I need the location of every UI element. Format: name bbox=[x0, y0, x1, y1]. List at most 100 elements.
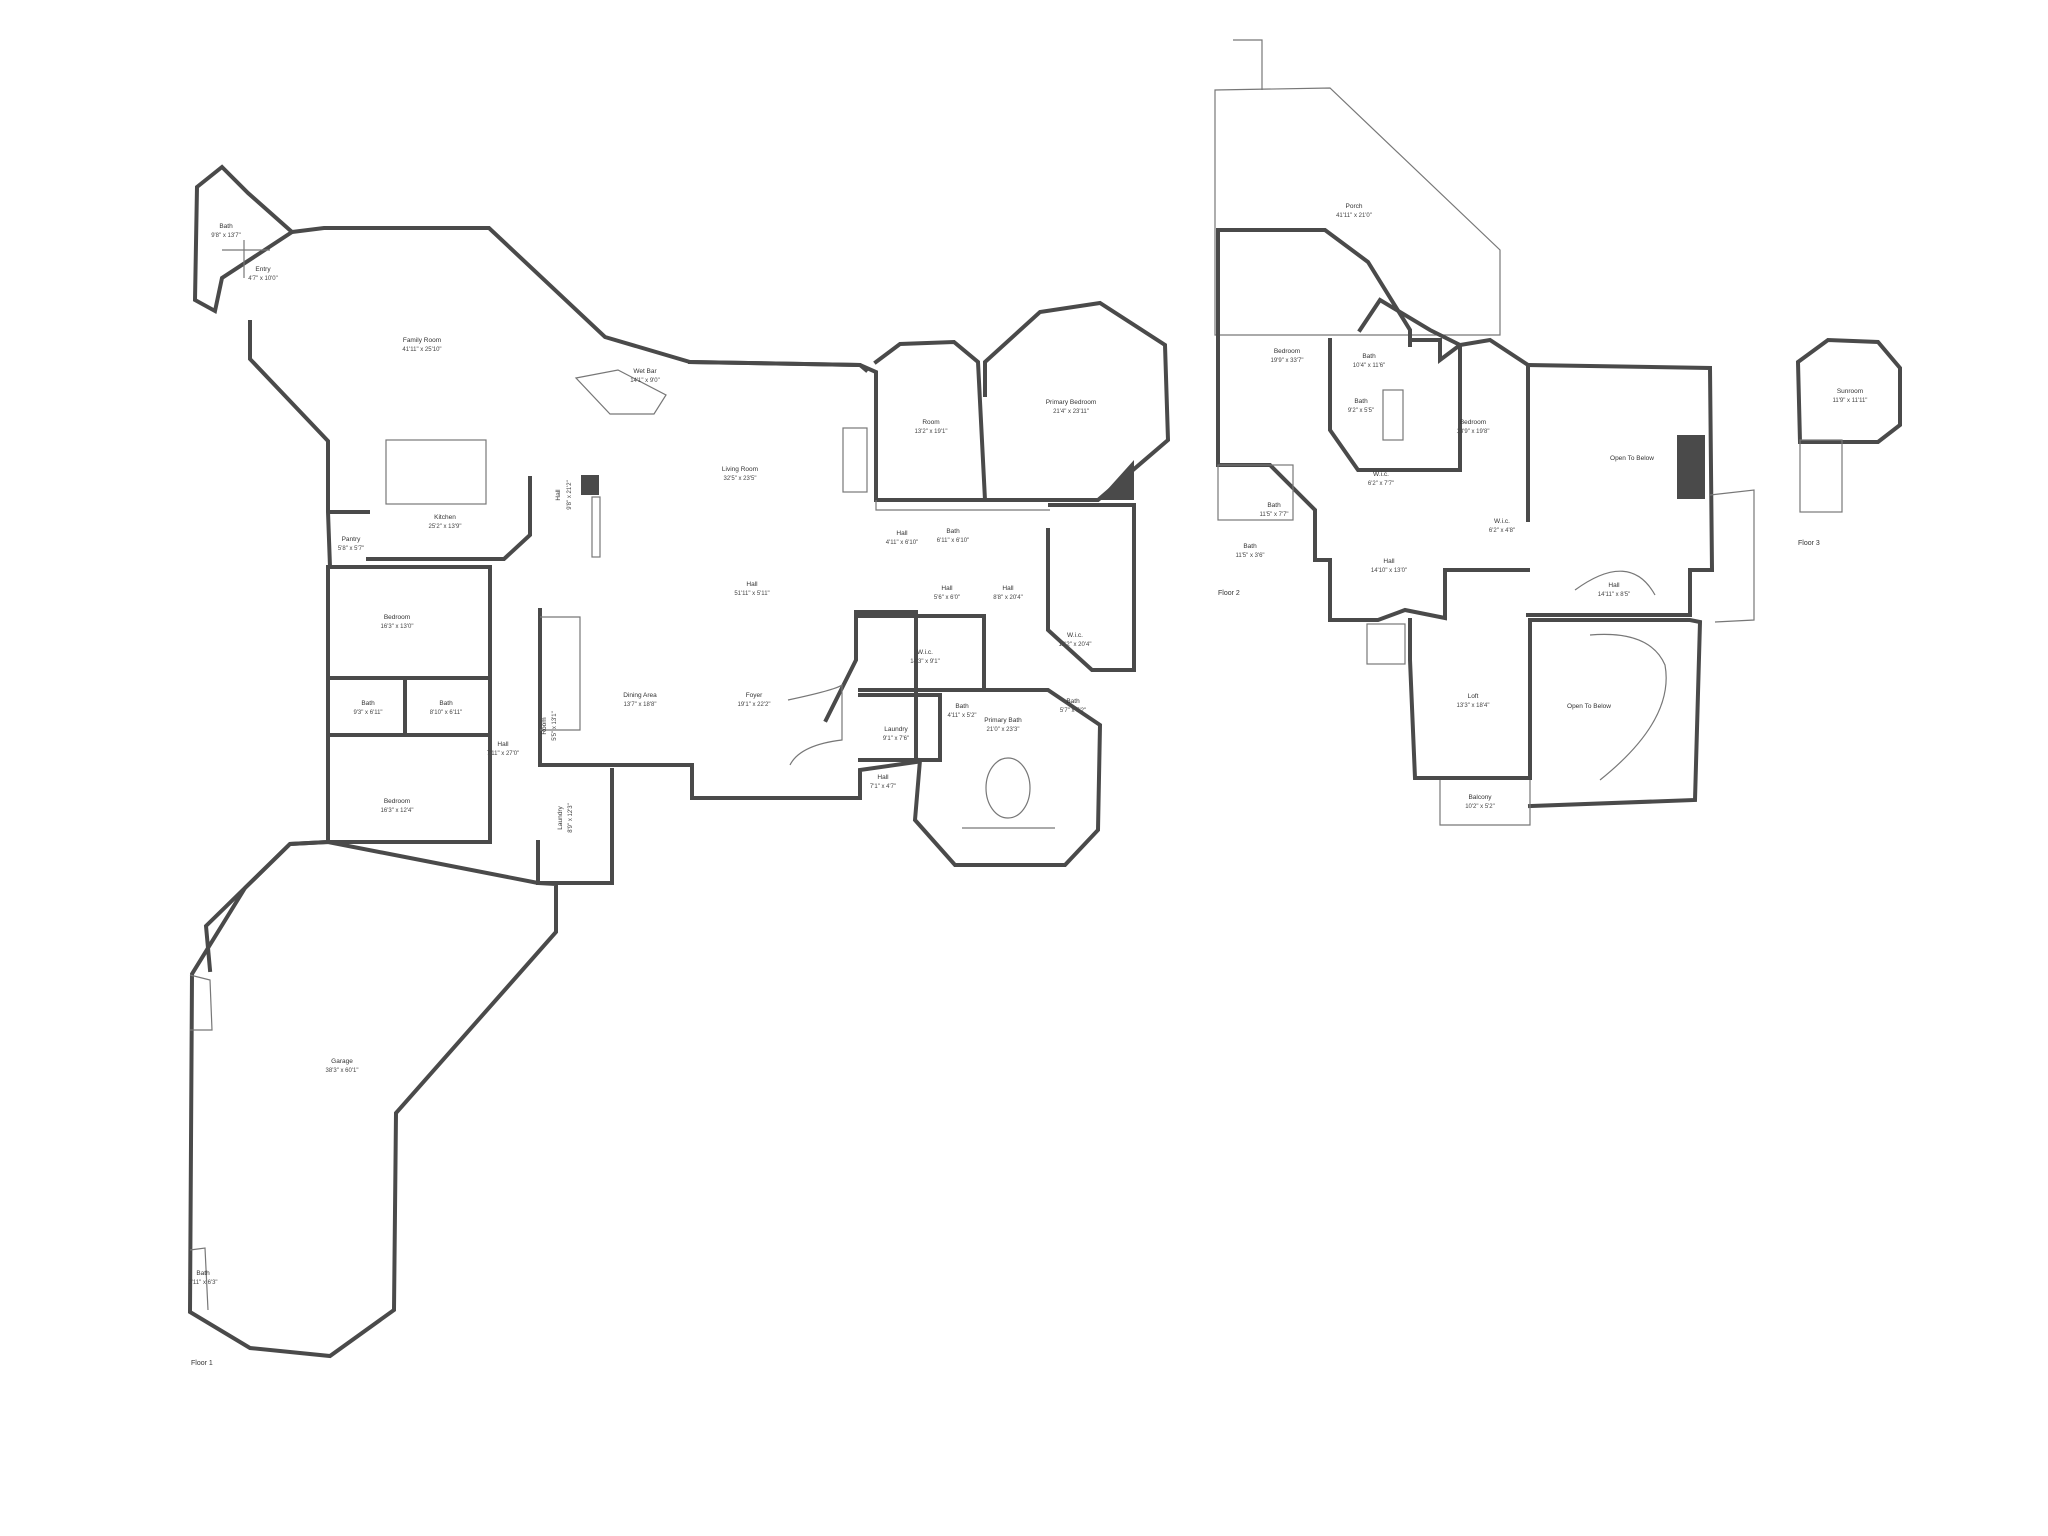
room-name: Hall bbox=[941, 585, 953, 592]
room-name: Bath bbox=[1267, 502, 1281, 509]
room-dimension: 11'5" x 3'6" bbox=[1235, 553, 1264, 559]
room-name: Hall bbox=[1002, 585, 1014, 592]
entry-pod-walls bbox=[192, 164, 296, 315]
family-room-walls bbox=[289, 226, 869, 373]
curved-stair-2 bbox=[1589, 633, 1667, 781]
room-name: Hall bbox=[497, 741, 509, 748]
room-name: Laundry bbox=[557, 806, 564, 830]
room-name: Family Room bbox=[403, 337, 441, 344]
room-name: Loft bbox=[1468, 693, 1479, 700]
room-labels: Bath 9'8" x 13'7" Entry 4'7" x 10'0" Fam… bbox=[188, 203, 1867, 1286]
room-dimension: 7'1" x 4'7" bbox=[870, 784, 896, 790]
room-name: Hall bbox=[1608, 582, 1620, 589]
room-closet bbox=[540, 616, 581, 731]
room-dimension: 13'2" x 19'1" bbox=[915, 429, 948, 435]
room-dimension: 5'8" x 5'7" bbox=[338, 546, 364, 552]
floor-1-plan: Floor 1 bbox=[187, 164, 1171, 1367]
floor-3-stair bbox=[1799, 439, 1843, 513]
room-name: Bedroom bbox=[1460, 419, 1486, 426]
open-below-2-walls bbox=[1527, 618, 1703, 809]
room-name: Laundry bbox=[884, 726, 908, 733]
room-dimension: 19'1" x 22'2" bbox=[738, 702, 771, 708]
central-south-wall bbox=[538, 608, 918, 800]
floor-3-label: Floor 3 bbox=[1798, 540, 1820, 547]
room-dimension: 21'4" x 23'11" bbox=[1053, 409, 1089, 415]
room-name: Bath bbox=[946, 528, 960, 535]
room-dimension: 14'3" x 9'1" bbox=[910, 659, 940, 665]
room-name: Bedroom bbox=[384, 614, 410, 621]
floor-3-plan: Floor 3 bbox=[1795, 337, 1902, 547]
exterior-stair-2 bbox=[1709, 489, 1755, 623]
room-name: Balcony bbox=[1468, 794, 1492, 801]
room-dimension: 7'11" x 27'0" bbox=[487, 751, 519, 757]
room-name: Open To Below bbox=[1567, 703, 1611, 710]
garage-walls bbox=[187, 839, 558, 1359]
room-name: Bath bbox=[196, 1270, 210, 1277]
room-dimension: 13'9" x 19'8" bbox=[1457, 429, 1490, 435]
room-dimension: 5'7" x 5'2" bbox=[1060, 708, 1086, 714]
room-dimension: 41'11" x 25'10" bbox=[402, 347, 441, 353]
room-name: Bath bbox=[1066, 698, 1080, 705]
room-name: Hall bbox=[1383, 558, 1395, 565]
room-name: Primary Bedroom bbox=[1046, 399, 1097, 406]
hall-cabinet bbox=[591, 496, 601, 558]
room-dimension: 41'11" x 21'0" bbox=[1336, 213, 1372, 219]
room-name: Bath bbox=[1354, 398, 1368, 405]
floor-2-hall bbox=[1313, 558, 1530, 622]
room-name: Entry bbox=[255, 266, 271, 273]
room-name: W.i.c. bbox=[1373, 471, 1389, 478]
room-dimension: 21'0" x 23'3" bbox=[987, 727, 1020, 733]
room-dimension: 10'4" x 11'6" bbox=[1353, 363, 1385, 369]
room-dimension: 16'3" x 12'4" bbox=[381, 808, 414, 814]
room-dimension: 13'7" x 18'8" bbox=[624, 702, 657, 708]
room-dimension: 12'2" x 20'4" bbox=[1059, 642, 1092, 648]
floor-2-open-to-below-walls bbox=[1525, 362, 1715, 617]
kitchen-island bbox=[385, 439, 487, 505]
living-room-north-wall bbox=[687, 359, 878, 502]
room-name: Bath bbox=[1243, 543, 1257, 550]
room-dimension: 38'3" x 60'1" bbox=[326, 1068, 359, 1074]
loft-walls bbox=[1408, 618, 1532, 780]
room-dimension: 8'10" x 6'11" bbox=[430, 710, 462, 716]
porch-outline bbox=[1214, 87, 1501, 336]
floor-2-label: Floor 2 bbox=[1218, 590, 1240, 597]
room-name: Hall bbox=[555, 489, 562, 501]
room-name: Hall bbox=[896, 530, 908, 537]
room-name: Bath bbox=[219, 223, 233, 230]
room-name: Sunroom bbox=[1837, 388, 1863, 395]
room-name: Room bbox=[541, 717, 548, 734]
room-name: Garage bbox=[331, 1058, 353, 1065]
room-walls bbox=[873, 339, 988, 502]
room-dimension: 4'11" x 5'2" bbox=[947, 713, 976, 719]
room-name: Porch bbox=[1346, 203, 1363, 210]
shower bbox=[1382, 389, 1404, 441]
sunroom-walls bbox=[1795, 337, 1902, 444]
room-dimension: 11'5" x 7'7" bbox=[1259, 512, 1288, 518]
bedroom-wing-walls bbox=[203, 565, 330, 973]
room-dimension: 19'9" x 33'7" bbox=[1271, 358, 1304, 364]
stair-box bbox=[1366, 623, 1406, 665]
floor-2-plan: Floor 2 bbox=[1214, 39, 1755, 826]
room-dimension: 10'2" x 5'2" bbox=[1465, 804, 1495, 810]
room-dimension: 9'3" x 6'11" bbox=[353, 710, 382, 716]
balcony-outline bbox=[1439, 780, 1531, 826]
room-name: Wet Bar bbox=[633, 368, 657, 375]
primary-bath-walls bbox=[912, 688, 1103, 867]
room-dimension: 11'9" x 11'11" bbox=[1833, 398, 1868, 404]
open-shaft bbox=[1677, 435, 1705, 499]
room-dimension: 13'3" x 18'4" bbox=[1457, 703, 1490, 709]
room-name: Bath bbox=[361, 700, 375, 707]
column-block bbox=[581, 475, 599, 495]
room-name: Foyer bbox=[746, 692, 763, 699]
garage-bath bbox=[189, 1247, 209, 1311]
room-dimension: 14'11" x 8'5" bbox=[1598, 592, 1630, 598]
room-dimension: 6'2" x 4'8" bbox=[1489, 528, 1515, 534]
room-dimension: 32'5" x 23'5" bbox=[724, 476, 757, 482]
stair-exterior bbox=[1233, 39, 1263, 90]
wet-bar-counter bbox=[574, 369, 667, 415]
room-name: Open To Below bbox=[1610, 455, 1654, 462]
room-dimension: 2'11" x 6'3" bbox=[188, 1280, 217, 1286]
room-name: Kitchen bbox=[434, 514, 456, 521]
room-dimension: 8'9" x 12'3" bbox=[568, 803, 574, 833]
